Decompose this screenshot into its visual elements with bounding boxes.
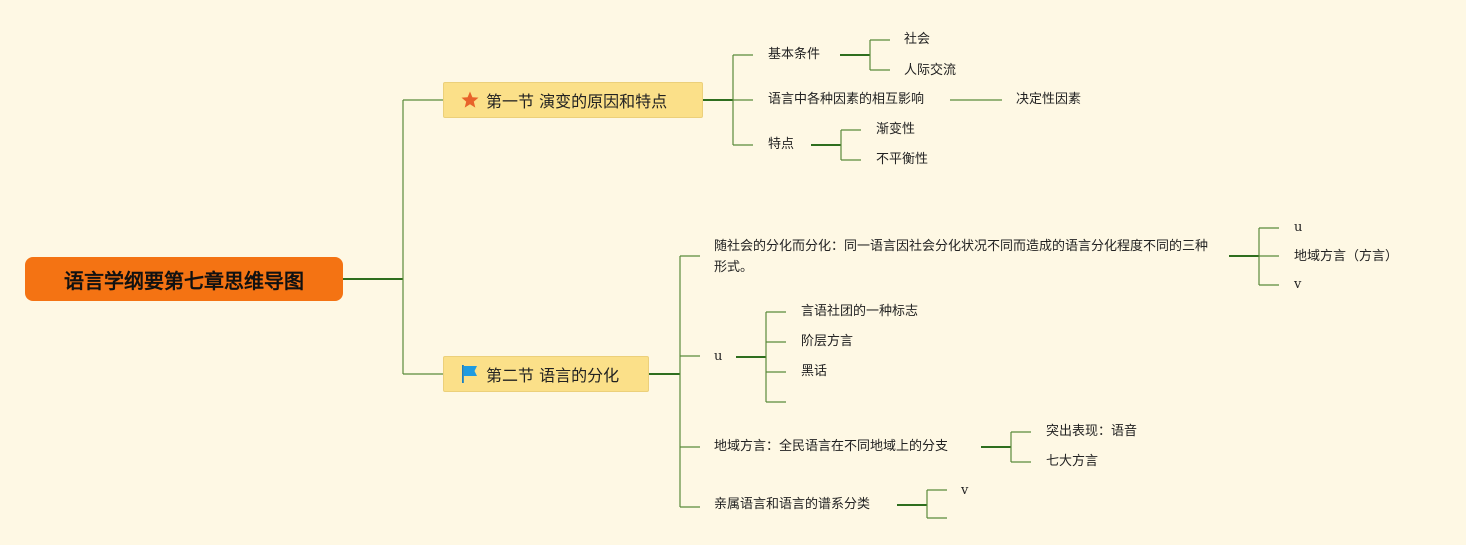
leaf-gradual[interactable]: 渐变性 — [876, 122, 916, 137]
leaf-speech-community[interactable]: 言语社团的一种标志 — [801, 304, 919, 319]
leaf-society[interactable]: 社会 — [904, 32, 931, 47]
root-topic[interactable]: 语言学纲要第七章思维导图 — [25, 257, 343, 301]
subtopic-u[interactable]: u — [714, 349, 723, 364]
leaf-uneven[interactable]: 不平衡性 — [876, 152, 929, 167]
subtopic-related-languages[interactable]: 亲属语言和语言的谱系分类 — [714, 497, 871, 512]
section-2-topic[interactable]: 第二节 语言的分化 — [443, 356, 649, 392]
leaf-decisive-factor[interactable]: 决定性因素 — [1016, 92, 1082, 107]
subtopic-regional-dialect[interactable]: 地域方言：全民语言在不同地域上的分支 — [714, 439, 949, 454]
root-topic-label: 语言学纲要第七章思维导图 — [64, 268, 304, 293]
leaf-interpersonal[interactable]: 人际交流 — [904, 63, 957, 78]
leaf-phonetics[interactable]: 突出表现：语音 — [1046, 424, 1138, 439]
flag-icon — [460, 364, 480, 384]
leaf-slang[interactable]: 黑话 — [801, 364, 828, 379]
section-2-label: 第二节 语言的分化 — [486, 366, 620, 385]
leaf-seven-dialects[interactable]: 七大方言 — [1046, 454, 1099, 469]
subtopic-social-division[interactable]: 随社会的分化而分化：同一语言因社会分化状况不同而造成的语言分化程度不同的三种形式… — [714, 239, 1209, 275]
leaf-regional-dialect[interactable]: 地域方言（方言） — [1294, 249, 1399, 264]
subtopic-features[interactable]: 特点 — [768, 137, 795, 152]
leaf-v-bottom[interactable]: v — [961, 483, 969, 498]
section-1-label: 第一节 演变的原因和特点 — [486, 92, 668, 111]
leaf-class-dialect[interactable]: 阶层方言 — [801, 334, 854, 349]
star-icon — [460, 90, 480, 110]
leaf-u-top[interactable]: u — [1294, 220, 1303, 235]
subtopic-mutual-influence[interactable]: 语言中各种因素的相互影响 — [768, 92, 925, 107]
section-1-topic[interactable]: 第一节 演变的原因和特点 — [443, 82, 703, 118]
subtopic-basic-conditions[interactable]: 基本条件 — [768, 47, 821, 62]
leaf-v-top[interactable]: v — [1294, 277, 1302, 292]
